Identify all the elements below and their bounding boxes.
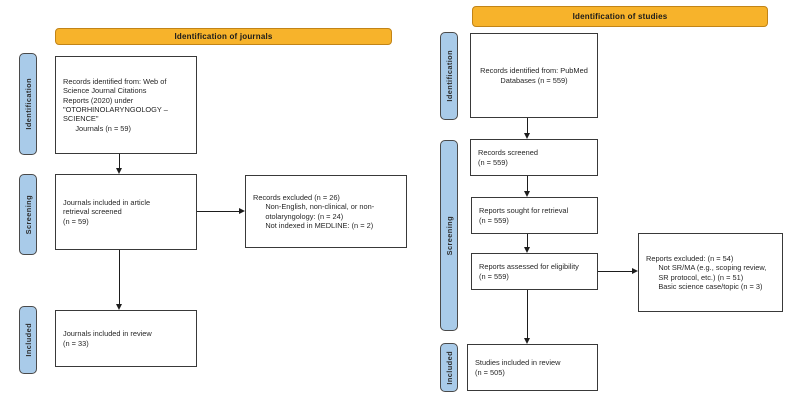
stage-label-included-left: Included — [19, 306, 37, 374]
box-text: Reports assessed for eligibility (n = 55… — [479, 262, 579, 281]
arrowhead-down — [116, 168, 122, 174]
arrow-line — [527, 118, 529, 133]
arrowhead-down — [524, 191, 530, 197]
box-text: Records excluded (n = 26) Non-English, n… — [253, 192, 375, 230]
box-text: Journals included in review (n = 33) — [63, 329, 152, 348]
stage-label-identification-right: Identification — [440, 32, 458, 120]
arrowhead-down — [524, 338, 530, 344]
arrow-line — [527, 290, 529, 338]
box-text: Reports sought for retrieval (n = 559) — [479, 206, 569, 225]
stage-text: Identification — [444, 50, 454, 102]
stage-text: Identification — [23, 78, 33, 130]
box-text: Records identified from: PubMed Database… — [480, 66, 588, 85]
box-journals-screened: Journals included in article retrieval s… — [55, 174, 197, 250]
stage-label-included-right: Included — [440, 343, 458, 392]
arrow-line — [119, 250, 121, 304]
stage-text: Included — [23, 323, 33, 357]
box-reports-assessed: Reports assessed for eligibility (n = 55… — [471, 253, 598, 290]
box-reports-excluded: Reports excluded: (n = 54) Not SR/MA (e.… — [638, 233, 783, 312]
box-records-identified-journals: Records identified from: Web of Science … — [55, 56, 197, 154]
arrowhead-right — [632, 268, 638, 274]
arrowhead-right — [239, 208, 245, 214]
arrow-line — [197, 211, 239, 213]
arrow-line — [119, 154, 121, 168]
arrow-line — [527, 234, 529, 247]
box-records-identified-studies: Records identified from: PubMed Database… — [470, 33, 598, 118]
stage-label-screening-right: Screening — [440, 140, 458, 331]
stage-label-screening-left: Screening — [19, 174, 37, 255]
stage-text: Included — [444, 350, 454, 385]
banner-label: Identification of journals — [174, 32, 273, 41]
box-records-screened: Records screened (n = 559) — [470, 139, 598, 176]
box-records-excluded-journals: Records excluded (n = 26) Non-English, n… — [245, 175, 407, 248]
box-text: Studies included in review (n = 505) — [475, 358, 561, 377]
box-text: Reports excluded: (n = 54) Not SR/MA (e.… — [646, 253, 767, 291]
arrow-line — [598, 271, 632, 273]
box-text: Records screened (n = 559) — [478, 148, 538, 167]
arrowhead-down — [524, 247, 530, 253]
box-text: Journals included in article retrieval s… — [63, 198, 151, 226]
box-studies-included-review: Studies included in review (n = 505) — [467, 344, 598, 391]
stage-text: Screening — [444, 215, 454, 256]
arrowhead-down — [524, 133, 530, 139]
arrowhead-down — [116, 304, 122, 310]
arrow-line — [527, 176, 529, 191]
box-reports-sought: Reports sought for retrieval (n = 559) — [471, 197, 598, 234]
phase-banner-studies: Identification of studies — [472, 6, 768, 27]
banner-label: Identification of studies — [572, 12, 668, 21]
phase-banner-journals: Identification of journals — [55, 28, 392, 45]
stage-label-identification-left: Identification — [19, 53, 37, 155]
box-journals-included-review: Journals included in review (n = 33) — [55, 310, 197, 367]
stage-text: Screening — [23, 194, 33, 235]
box-text: Records identified from: Web of Science … — [63, 77, 168, 133]
